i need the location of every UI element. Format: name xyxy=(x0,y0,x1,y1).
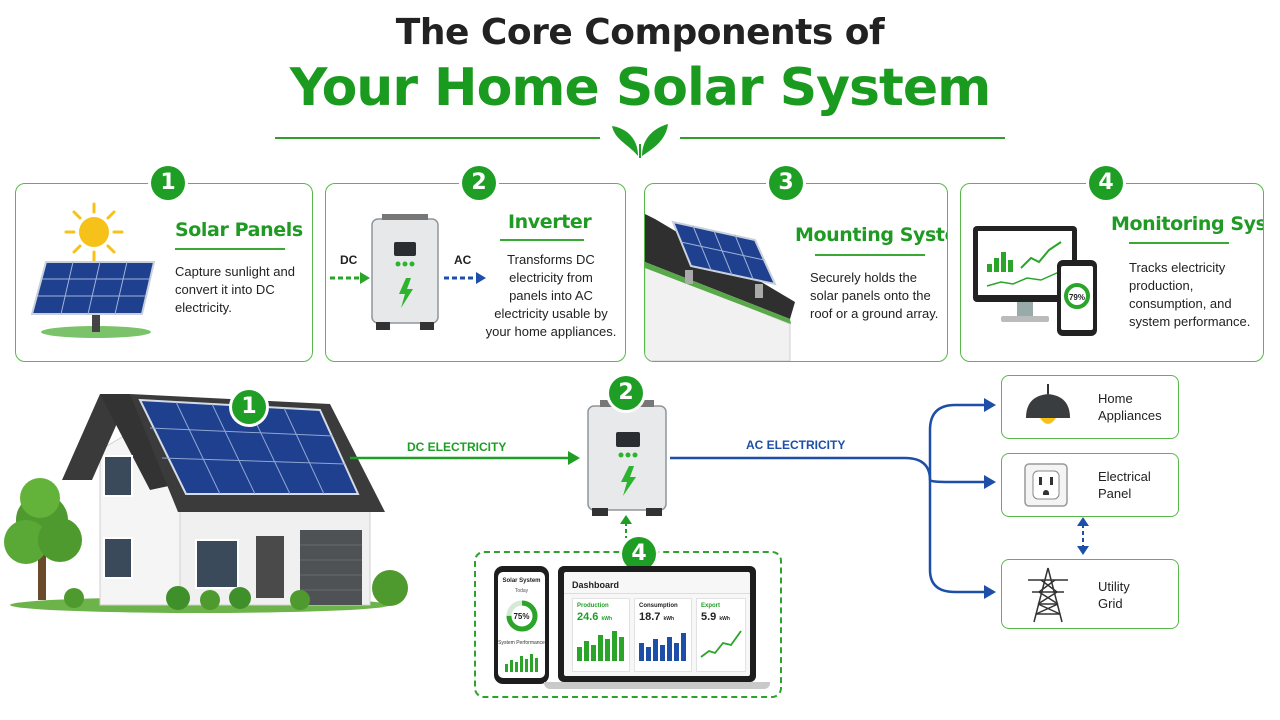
laptop-base xyxy=(544,682,770,689)
dc-label: DC xyxy=(340,253,358,267)
phone-app: Solar System Today 75% System Performanc… xyxy=(494,566,549,684)
tree-icon xyxy=(4,478,82,600)
export-tile: Export 5.9 kWh xyxy=(696,598,746,672)
badge-2: 2 xyxy=(462,166,496,200)
solar-panel-sun-icon xyxy=(30,202,156,338)
ac-flow-lines xyxy=(670,403,985,594)
inverter-icon: DC AC xyxy=(330,214,486,330)
ac-output-arrow xyxy=(444,272,486,284)
card-title: Mounting System xyxy=(795,224,947,246)
title-divider xyxy=(275,124,1005,158)
page-title-line2: Your Home Solar System xyxy=(289,58,992,118)
leaf-icon xyxy=(612,124,668,158)
title-underline xyxy=(815,254,925,256)
dc-electricity-label: DC ELECTRICITY xyxy=(407,440,507,454)
ac-label: AC xyxy=(454,253,472,267)
page-title-line1: The Core Components of xyxy=(395,12,885,53)
svg-text:79%: 79% xyxy=(1069,293,1085,302)
dc-flow-arrow xyxy=(350,451,580,465)
outlet-icon xyxy=(1024,463,1068,507)
title-underline xyxy=(1129,242,1229,244)
lamp-icon xyxy=(1026,384,1070,424)
panel-grid-arrow xyxy=(1077,517,1089,555)
power-tower-icon xyxy=(1028,567,1068,623)
card-monitoring-system: 79% Monitoring System Tracks electricity… xyxy=(960,183,1264,362)
badge-monitoring: 4 xyxy=(622,537,656,571)
ac-electricity-label: AC ELECTRICITY xyxy=(746,438,846,452)
production-tile: Production 24.6 kWh xyxy=(572,598,630,672)
dc-input-arrow xyxy=(330,272,370,284)
card-mounting-system: Mounting System Securely holds thesolar … xyxy=(644,183,948,362)
card-title: Inverter xyxy=(508,211,592,233)
badge-3: 3 xyxy=(769,166,803,200)
title-underline xyxy=(175,248,285,250)
title-underline xyxy=(500,239,584,241)
monitor-phone-icon: 79% xyxy=(973,226,1097,336)
card-title: Solar Panels xyxy=(175,219,303,241)
badge-house-panels: 1 xyxy=(232,390,266,424)
card-title: Monitoring System xyxy=(1111,213,1264,235)
badge-4: 4 xyxy=(1089,166,1123,200)
inverter-monitor-arrow xyxy=(620,515,632,538)
dashboard-title: Dashboard xyxy=(572,580,620,590)
roof-mount-icon xyxy=(645,214,795,361)
consumption-tile: Consumption 18.7 kWh xyxy=(634,598,692,672)
laptop-dashboard: Dashboard Production 24.6 kWh Consumptio… xyxy=(558,566,756,682)
badge-1: 1 xyxy=(151,166,185,200)
badge-inverter: 2 xyxy=(609,376,643,410)
inverter-unit-icon xyxy=(587,400,667,516)
house-illustration xyxy=(4,394,408,613)
